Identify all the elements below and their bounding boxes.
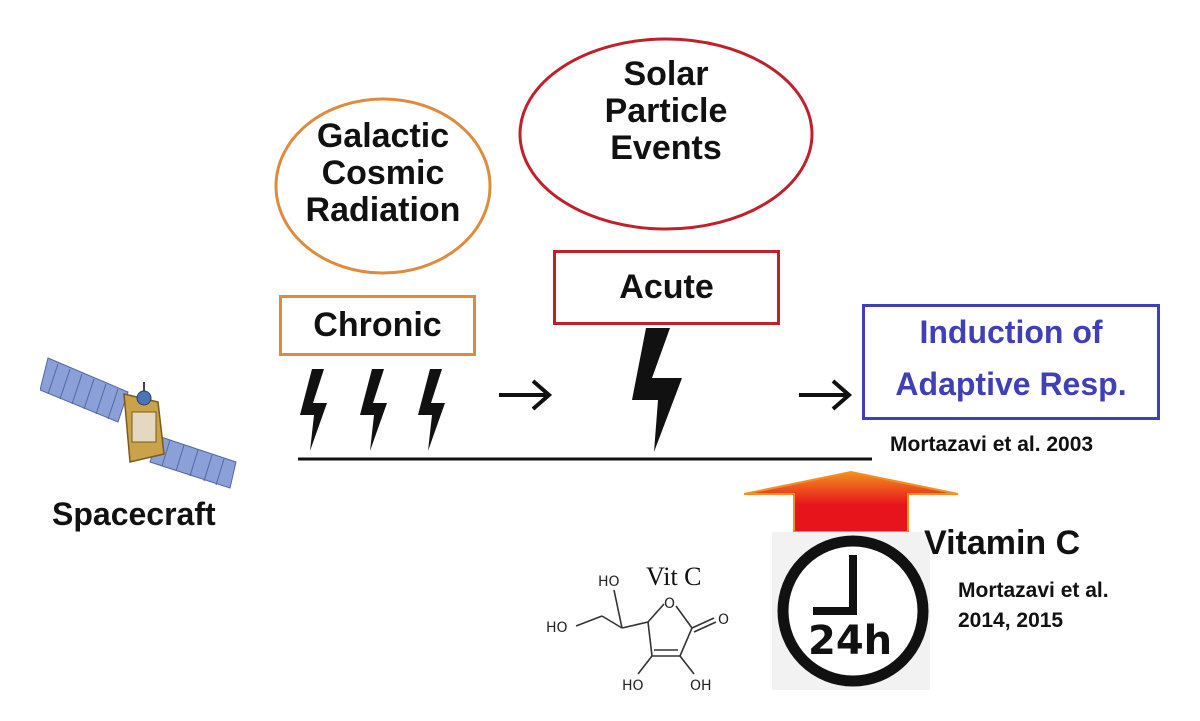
gcr-line-2: Cosmic xyxy=(321,154,445,192)
vitamin-c-label: Vitamin C xyxy=(924,524,1081,562)
lightning-icon xyxy=(418,369,445,451)
atom-oh-bottom: OH xyxy=(690,678,712,694)
satellite-icon xyxy=(40,357,237,489)
gcr-label: Galactic Cosmic Radiation xyxy=(272,118,494,229)
induction-line-1: Induction of xyxy=(919,314,1103,350)
lightning-icon xyxy=(360,369,387,451)
gcr-oval xyxy=(274,97,492,275)
atom-ho-bottom: HO xyxy=(622,678,644,694)
arrow-right-icon xyxy=(799,379,853,411)
molecule-title: Vit C xyxy=(646,562,702,591)
citation-2003: Mortazavi et al. 2003 xyxy=(890,433,1094,456)
spe-line-1: Solar xyxy=(623,55,709,93)
citation-2014: Mortazavi et al. 2014, 2015 xyxy=(958,576,1109,636)
gcr-line-3: Radiation xyxy=(305,191,461,229)
chronic-bolts xyxy=(300,369,445,451)
lightning-icon xyxy=(632,328,682,452)
citation-2014-line-2: 2014, 2015 xyxy=(958,609,1064,632)
acute-box: Acute xyxy=(553,250,780,325)
induction-box xyxy=(862,304,1160,420)
atom-o-ring: O xyxy=(664,596,675,612)
atom-ho-top: HO xyxy=(598,574,620,590)
spe-line-3: Events xyxy=(610,129,722,167)
citation-2014-line-1: Mortazavi et al. xyxy=(958,579,1109,602)
vitamin-c-molecule: HO HO O O HO OH xyxy=(546,574,729,694)
clock-icon xyxy=(777,535,929,687)
acute-label: Acute xyxy=(619,268,714,306)
gcr-line-1: Galactic xyxy=(316,117,450,155)
atom-ho-left: HO xyxy=(546,620,568,636)
spacecraft-label: Spacecraft xyxy=(52,496,216,532)
chronic-box: Chronic xyxy=(279,295,476,356)
spe-label: Solar Particle Events xyxy=(516,56,816,167)
induction-label: Induction of Adaptive Resp. xyxy=(862,306,1160,410)
spe-line-2: Particle xyxy=(604,92,728,130)
lightning-icon xyxy=(300,369,327,451)
spe-oval xyxy=(518,37,814,231)
timeline-line xyxy=(298,457,872,461)
arrow-right-icon xyxy=(499,379,553,411)
chronic-label: Chronic xyxy=(313,306,442,344)
clock-label: 24h xyxy=(808,618,893,664)
atom-o-carbonyl: O xyxy=(718,612,729,628)
induction-line-2: Adaptive Resp. xyxy=(895,366,1127,402)
vitamin-c-arrow xyxy=(743,470,959,533)
